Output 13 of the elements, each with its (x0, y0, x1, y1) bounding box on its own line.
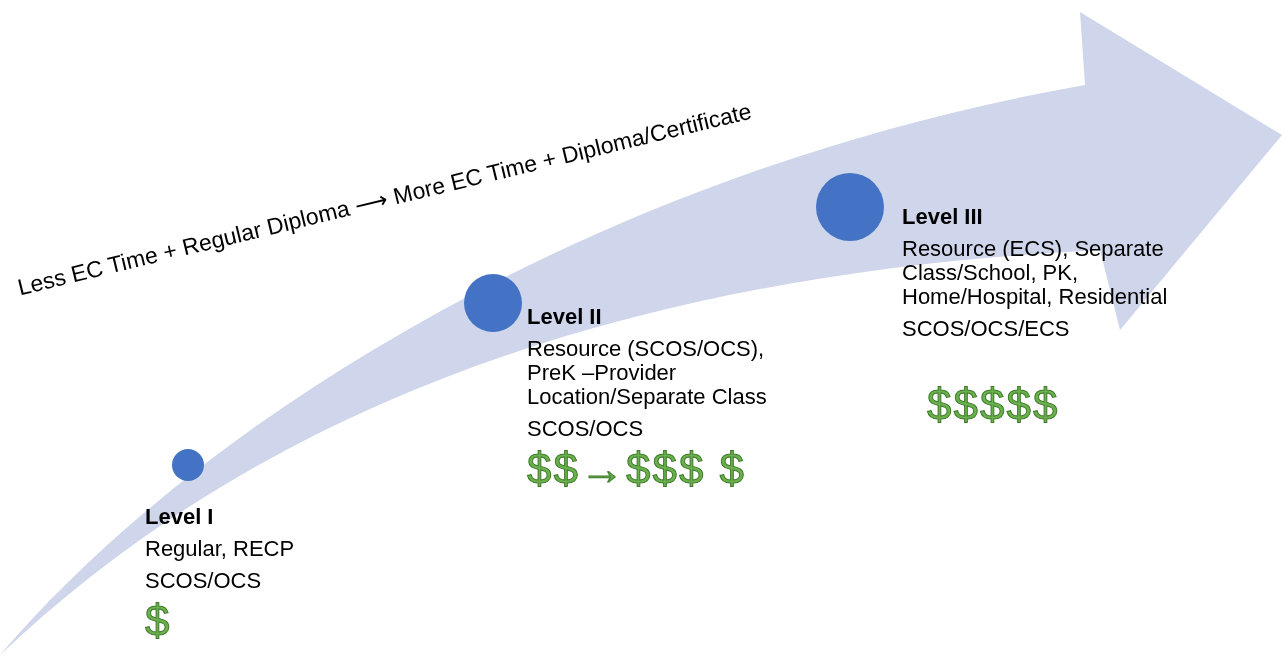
placement-text: Resource (SCOS/OCS), PreK –Provider Location/Separate Class (527, 337, 768, 409)
cost-dollar-signs: $$$$$ (927, 381, 1060, 429)
level-heading: Level I (145, 505, 215, 529)
placement-text: Regular, RECP (145, 537, 296, 561)
cost-dollar-signs: $$→$$$ $ (527, 445, 747, 493)
cost-dollar-signs: $ (145, 597, 172, 645)
curriculum-text: SCOS/OCS (527, 417, 645, 441)
curriculum-text: SCOS/OCS/ECS (902, 317, 1071, 341)
level-heading: Level III (902, 205, 984, 229)
level-heading: Level II (527, 305, 603, 329)
level-circle (172, 449, 204, 481)
curriculum-text: SCOS/OCS (145, 569, 263, 593)
placement-text: Resource (ECS), Separate Class/School, PK, Home/Hospital, Residential (902, 237, 1169, 309)
